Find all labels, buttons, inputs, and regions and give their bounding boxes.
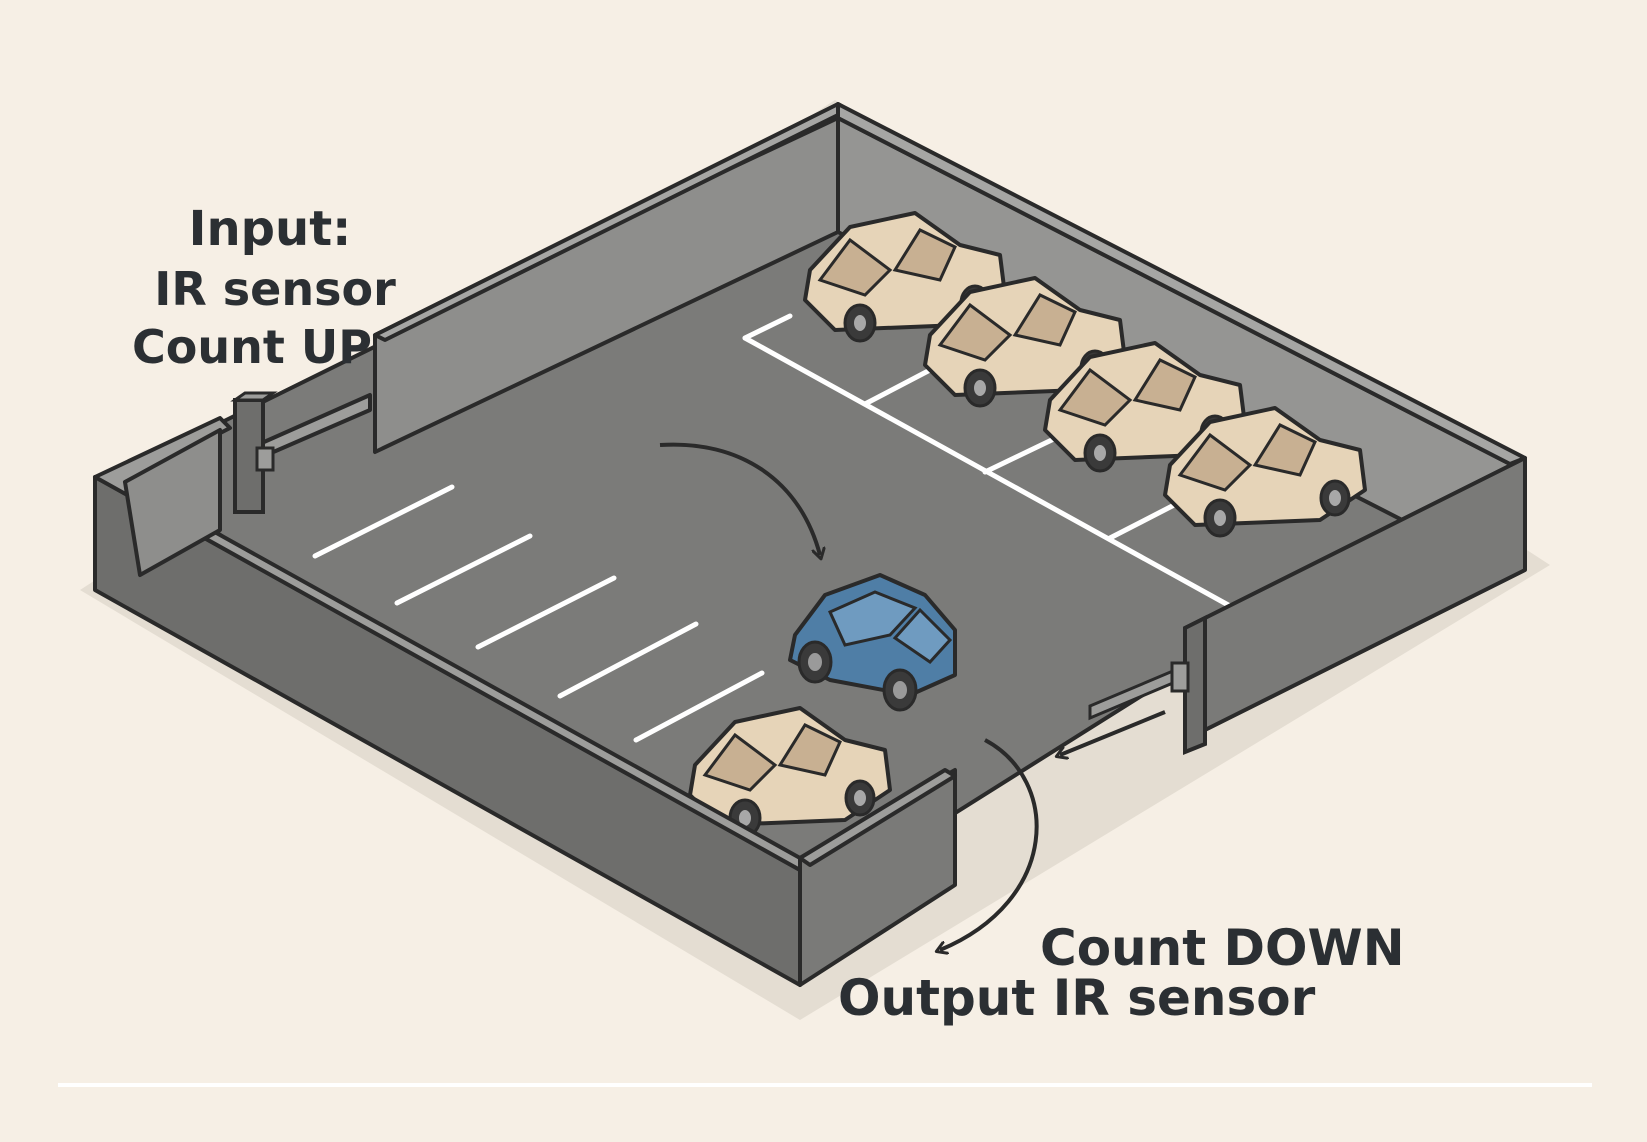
input-label-line1: Input: <box>189 201 352 257</box>
stall-lines <box>742 313 1233 609</box>
input-label-line2: IR sensor <box>154 262 396 316</box>
output-label-line2: Output IR sensor <box>838 969 1316 1027</box>
exit-gate <box>1088 456 1527 755</box>
lane-markings <box>312 484 765 743</box>
input-ir-sensor-box <box>255 446 275 472</box>
entrance-gate <box>230 391 372 514</box>
output-ir-sensor-box <box>1170 661 1190 693</box>
parked-car <box>923 276 1127 408</box>
front-right-wall <box>798 768 957 987</box>
moving-car <box>788 573 957 712</box>
entry-arrow <box>659 442 820 555</box>
parked-car <box>1163 406 1367 538</box>
parked-car <box>1043 341 1247 473</box>
parked-cars <box>688 211 1367 838</box>
front-left-inner <box>123 428 222 577</box>
input-label-line3: Count UP <box>132 320 372 374</box>
parked-car <box>803 211 1007 343</box>
parked-car <box>688 706 892 838</box>
output-label-line1: Count DOWN <box>1040 919 1405 977</box>
exit-arrow-straight <box>1060 710 1166 755</box>
exit-arrow-curve <box>940 738 1039 950</box>
